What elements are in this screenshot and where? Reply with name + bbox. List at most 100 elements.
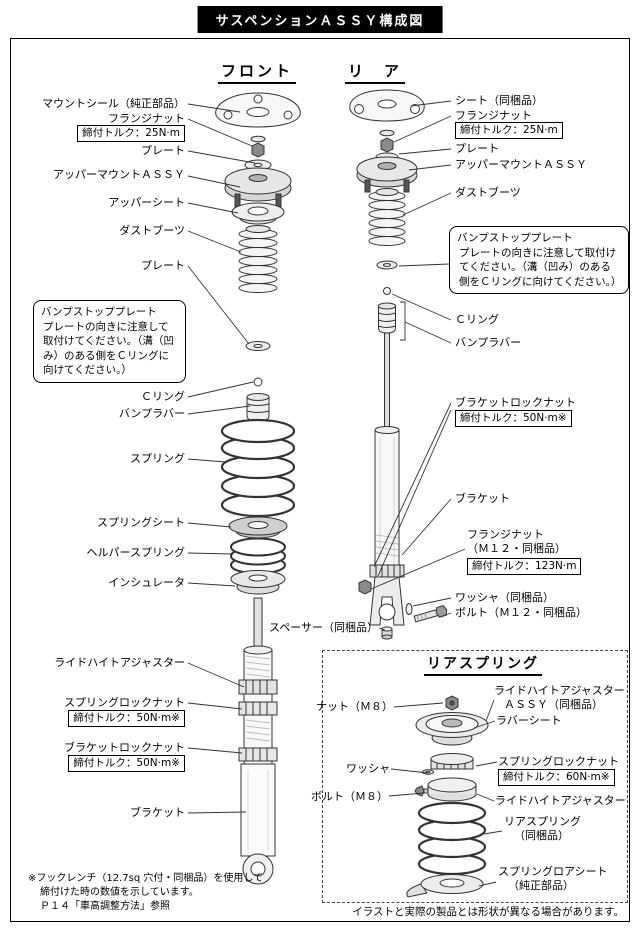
rear-spring-illustration bbox=[406, 695, 489, 898]
note-front-bump-stop-plate: バンプストッププレート プレートの向きに注意して取付けてください。（溝（凹み）の… bbox=[33, 300, 186, 383]
front-part-upper-mount bbox=[224, 167, 292, 208]
label-rs-bolt-m8: ボルト（Ｍ８） bbox=[311, 790, 388, 803]
label-rear-plate: プレート bbox=[455, 142, 499, 155]
label-front-flange-nut: フランジナット bbox=[108, 112, 185, 125]
label-rs-rubber-seat: ラバーシート bbox=[496, 714, 562, 727]
label-rs-washer: ワッシャ bbox=[346, 762, 390, 775]
front-part-dust-boot bbox=[238, 225, 278, 293]
front-part-mount-seal bbox=[215, 92, 301, 128]
label-rear-dust-boot: ダストブーツ bbox=[455, 186, 521, 199]
rs-part-adjuster bbox=[427, 777, 477, 802]
rear-spring-section-box bbox=[322, 650, 628, 903]
label-front-mount-seal: マウントシール（純正部品） bbox=[42, 97, 185, 110]
heading-rear-spring: リアスプリング bbox=[424, 653, 542, 676]
label-rear-bracket: ブラケット bbox=[455, 492, 510, 505]
front-part-upper-seat bbox=[231, 202, 285, 225]
rear-part-c-ring bbox=[383, 287, 391, 295]
label-front-bracket: ブラケット bbox=[130, 806, 185, 819]
footnote-line2: 締付けた時の数値を示しています。 bbox=[40, 887, 199, 898]
rear-part-seat bbox=[349, 89, 425, 122]
front-part-flange-nut bbox=[250, 135, 266, 158]
label-rear-bolt-m12: ボルト（Ｍ１２・同梱品） bbox=[455, 606, 587, 619]
label-rs-ride-height-adjuster: ライドハイトアジャスター bbox=[495, 794, 626, 807]
diagram-frame bbox=[10, 38, 630, 922]
label-front-plate-mid: プレート bbox=[141, 259, 185, 272]
label-front-spring: スプリング bbox=[130, 452, 185, 465]
label-front-spring-lock-nut: スプリングロックナット bbox=[64, 696, 185, 709]
note-rear-bump-stop-plate: バンプストッププレート プレートの向きに注意して取付けてください。（溝（凹み）の… bbox=[449, 226, 629, 294]
label-front-ride-height-adjuster: ライドハイトアジャスター bbox=[54, 656, 185, 669]
rear-part-washer bbox=[376, 260, 398, 270]
front-part-piston-rod bbox=[253, 597, 263, 651]
rs-part-nut-m8 bbox=[445, 695, 459, 711]
front-part-bracket bbox=[240, 763, 276, 885]
label-rear-spacer: スペーサー（同梱品） bbox=[268, 621, 378, 634]
rear-part-spacer bbox=[381, 626, 393, 640]
label-rs-adjuster-assy: ライドハイトアジャスター bbox=[494, 684, 625, 697]
front-part-bracket-lock-nut bbox=[238, 747, 278, 762]
torque-front-flange-nut: 締付トルク：25N·m bbox=[77, 125, 185, 142]
note-body: プレートの向きに注意して取付けてください。（溝（凹み）のある側をＣリングに向けて… bbox=[43, 320, 174, 377]
label-front-spring-seat: スプリングシート bbox=[97, 516, 185, 529]
label-front-dust-boot: ダストブーツ bbox=[119, 224, 185, 237]
torque-front-spring-lock-nut: 締付トルク：50N·m※ bbox=[68, 710, 185, 727]
label-rear-flange-nut: フランジナット bbox=[455, 109, 532, 122]
front-part-bump-rubber bbox=[246, 393, 270, 422]
label-front-bracket-lock-nut: ブラケットロックナット bbox=[64, 741, 185, 754]
label-front-insulator: インシュレータ bbox=[108, 576, 185, 589]
rear-part-bracket-lock-nut bbox=[369, 564, 405, 578]
rear-part-washer-m12 bbox=[405, 603, 413, 615]
front-part-insulator bbox=[230, 570, 286, 595]
label-rs-nut-m8: ナット（Ｍ８） bbox=[316, 700, 393, 713]
torque-rear-flange-nut: 締付トルク：25N·m bbox=[455, 122, 563, 139]
label-rear-flange-nut-m12-sub: （Ｍ１２・同梱品） bbox=[467, 542, 566, 555]
torque-front-bracket-lock-nut: 締付トルク：50N·m※ bbox=[68, 755, 185, 772]
heading-front: フロント bbox=[218, 60, 297, 84]
torque-rs-spring-lock-nut: 締付トルク：60N·m※ bbox=[498, 769, 615, 786]
front-part-spring bbox=[220, 418, 296, 518]
label-rs-spring-lock-nut: スプリングロックナット bbox=[498, 755, 619, 768]
label-front-helper-spring: ヘルパースプリング bbox=[86, 546, 185, 559]
footnote-line1: ※フックレンチ（12.7sq 穴付・同梱品）を使用して bbox=[28, 873, 264, 884]
front-strut-illustration bbox=[215, 92, 301, 885]
rear-part-bolt-m12 bbox=[413, 605, 448, 623]
label-front-plate-top: プレート bbox=[141, 144, 185, 157]
label-rs-adjuster-assy-sub: ＡＳＳＹ（同梱品） bbox=[504, 698, 603, 711]
front-part-spring-lock-nut bbox=[238, 701, 278, 716]
label-front-bump-rubber: バンプラバー bbox=[118, 407, 185, 420]
label-rear-washer: ワッシャ（同梱品） bbox=[455, 591, 554, 604]
note-title: バンプストッププレート bbox=[41, 306, 157, 318]
label-rs-spring-sub: （同梱品） bbox=[514, 829, 569, 842]
label-rear-seat: シート（同梱品） bbox=[455, 94, 543, 107]
label-rs-lower-seat: スプリングロアシート bbox=[498, 865, 608, 878]
label-rear-c-ring: Ｃリング bbox=[455, 313, 499, 326]
label-rs-spring: リアスプリング bbox=[504, 815, 581, 828]
rear-part-bump-rubber bbox=[378, 302, 396, 334]
label-rear-upper-mount: アッパーマウントＡＳＳＹ bbox=[455, 158, 587, 171]
heading-rear: リ ア bbox=[345, 60, 406, 84]
disclaimer: イラストと実際の製品とは形状が異なる場合があります。 bbox=[352, 906, 624, 918]
torque-rear-bracket-lock-nut: 締付トルク：50N·m※ bbox=[455, 410, 572, 427]
label-rear-bump-rubber: バンプラバー bbox=[455, 336, 522, 349]
front-part-c-ring bbox=[253, 377, 263, 387]
rear-part-flange-nut-m12 bbox=[358, 579, 372, 595]
rear-part-bracket bbox=[369, 576, 405, 626]
label-front-upper-mount: アッパーマウントＡＳＳＹ bbox=[53, 168, 185, 181]
rear-strut-illustration bbox=[349, 89, 448, 640]
front-part-helper-spring bbox=[230, 537, 286, 575]
front-part-ride-height-adjuster bbox=[238, 679, 278, 695]
rear-part-upper-mount bbox=[356, 156, 418, 193]
footnote-line3: Ｐ１４「車高調整方法」参照 bbox=[40, 901, 170, 912]
note-body: プレートの向きに注意して取付けてください。（溝（凹み）のある側をＣリングに向けて… bbox=[459, 246, 622, 288]
front-part-spring-seat bbox=[228, 516, 288, 539]
rear-part-flange-nut bbox=[379, 129, 395, 153]
label-rear-flange-nut-m12: フランジナット bbox=[467, 528, 544, 541]
front-part-plate-mid bbox=[245, 341, 271, 351]
page-title: サスペンションＡＳＳＹ構成図 bbox=[197, 6, 443, 33]
label-rear-bracket-lock-nut: ブラケットロックナット bbox=[455, 396, 576, 409]
rear-part-piston-rod bbox=[384, 332, 390, 431]
note-title: バンプストッププレート bbox=[457, 232, 573, 244]
label-rs-lower-seat-sub: （純正部品） bbox=[508, 879, 574, 892]
rs-part-lock-nut bbox=[430, 753, 474, 770]
